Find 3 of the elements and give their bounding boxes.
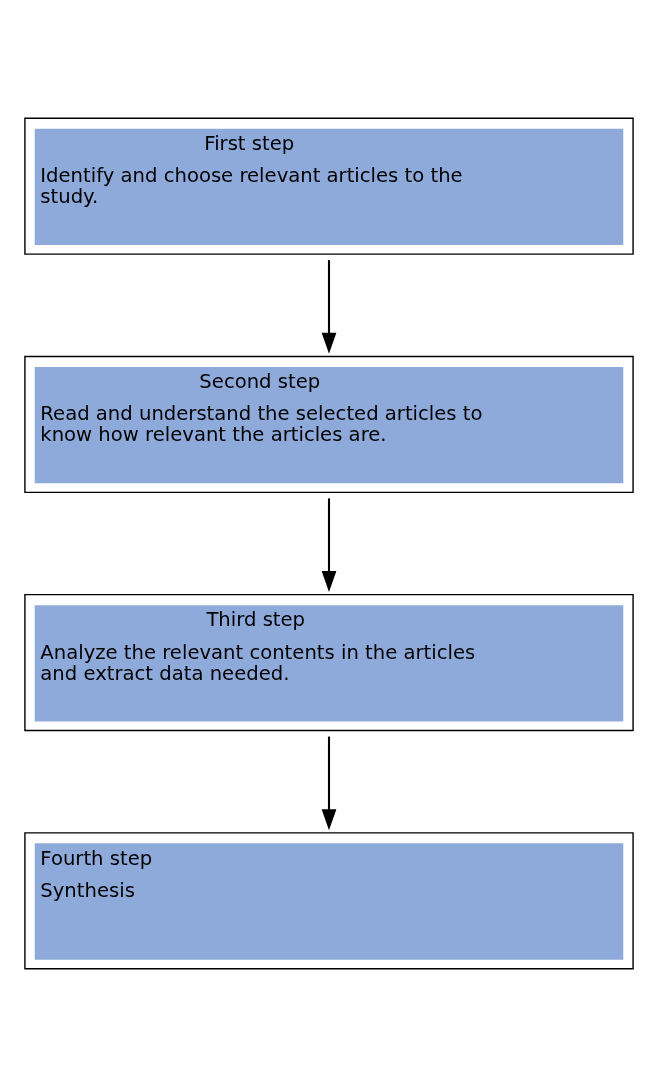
arrow: [321, 497, 337, 592]
arrow: [321, 259, 337, 354]
arrow: [321, 736, 337, 830]
